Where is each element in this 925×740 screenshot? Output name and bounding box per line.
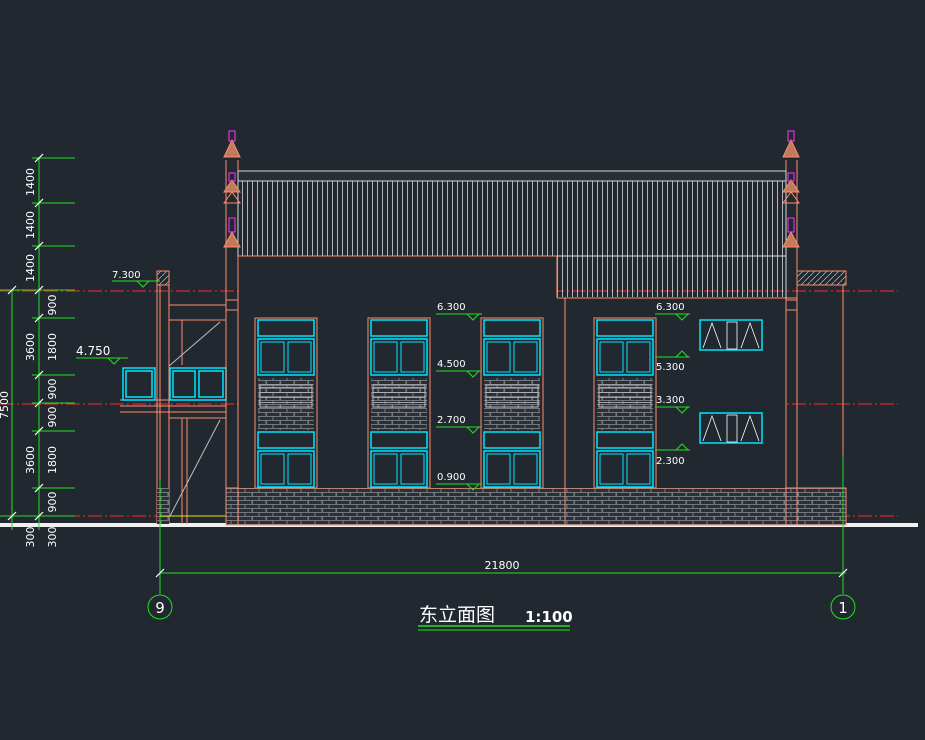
level-labels: 7.300 4.750 6.300 4.500 2.700 0.900 6.30… xyxy=(76,270,685,483)
dim-3600-a: 3600 xyxy=(24,333,37,361)
level-2700: 2.700 xyxy=(437,415,466,426)
right-window-lower xyxy=(699,412,763,444)
left-annex-base xyxy=(157,488,169,524)
level-6300-b: 6.300 xyxy=(656,302,685,313)
window-bay-1 xyxy=(254,317,318,489)
level-6300-a: 6.300 xyxy=(437,302,466,313)
level-4750: 4.750 xyxy=(76,344,110,358)
dim-300-a: 300 xyxy=(24,527,37,548)
grid-axis-left-label: 9 xyxy=(155,599,165,617)
roof-vertical-seam xyxy=(237,180,787,257)
dim-1400-b: 1400 xyxy=(24,211,37,239)
dim-900-d: 900 xyxy=(46,492,59,513)
drawing-scale: 1:100 xyxy=(525,608,573,626)
dim-900-b: 900 xyxy=(46,379,59,400)
roof-cover-left xyxy=(239,257,556,297)
dim-900-a: 900 xyxy=(46,295,59,316)
grid-axis-right: 1 xyxy=(830,594,856,620)
horizontal-dimension xyxy=(159,455,846,594)
right-window-upper xyxy=(699,319,763,351)
left-annex xyxy=(120,270,226,524)
right-pylon-ornament xyxy=(782,130,800,248)
vertical-dimension-ticks xyxy=(7,153,44,521)
overall-width-label: 21800 xyxy=(485,559,520,572)
roof-fascia xyxy=(237,170,787,182)
dim-1800-b: 1800 xyxy=(46,446,59,474)
grid-axis-right-label: 1 xyxy=(838,599,848,617)
level-5300: 5.300 xyxy=(656,362,685,373)
level-2300: 2.300 xyxy=(656,456,685,467)
main-building-outline-redraw xyxy=(238,255,786,488)
left-annex-windows xyxy=(122,367,227,401)
window-bay-4 xyxy=(593,317,657,489)
left-pylon-ornament xyxy=(223,130,241,248)
dim-300-b: 300 xyxy=(46,527,59,548)
vertical-dimension-chain xyxy=(0,157,75,530)
horizontal-dimension-ticks xyxy=(155,568,848,578)
level-7300: 7.300 xyxy=(112,270,141,281)
window-bay-3 xyxy=(480,317,544,489)
drawing-title: 东立面图 xyxy=(419,604,495,626)
grid-axis-left: 9 xyxy=(147,594,173,620)
level-0900: 0.900 xyxy=(437,472,466,483)
drawing-title-block: 东立面图 1:100 xyxy=(418,604,573,631)
roof-right-segment xyxy=(556,255,787,299)
window-bay-2 xyxy=(367,317,431,489)
level-4500: 4.500 xyxy=(437,359,466,370)
dim-1400-c: 1400 xyxy=(24,254,37,282)
dim-900-c: 900 xyxy=(46,407,59,428)
dim-1400-a: 1400 xyxy=(24,168,37,196)
dim-3600-b: 3600 xyxy=(24,446,37,474)
main-brick-plinth xyxy=(225,487,847,526)
dim-total-7500: 7500 xyxy=(0,391,11,419)
level-3300: 3.300 xyxy=(656,395,685,406)
level-markers xyxy=(76,280,690,491)
left-annex-rail xyxy=(168,321,221,517)
dim-1800-a: 1800 xyxy=(46,333,59,361)
vertical-dimension-labels: 1400 1400 1400 900 3600 1800 900 900 360… xyxy=(0,168,59,548)
